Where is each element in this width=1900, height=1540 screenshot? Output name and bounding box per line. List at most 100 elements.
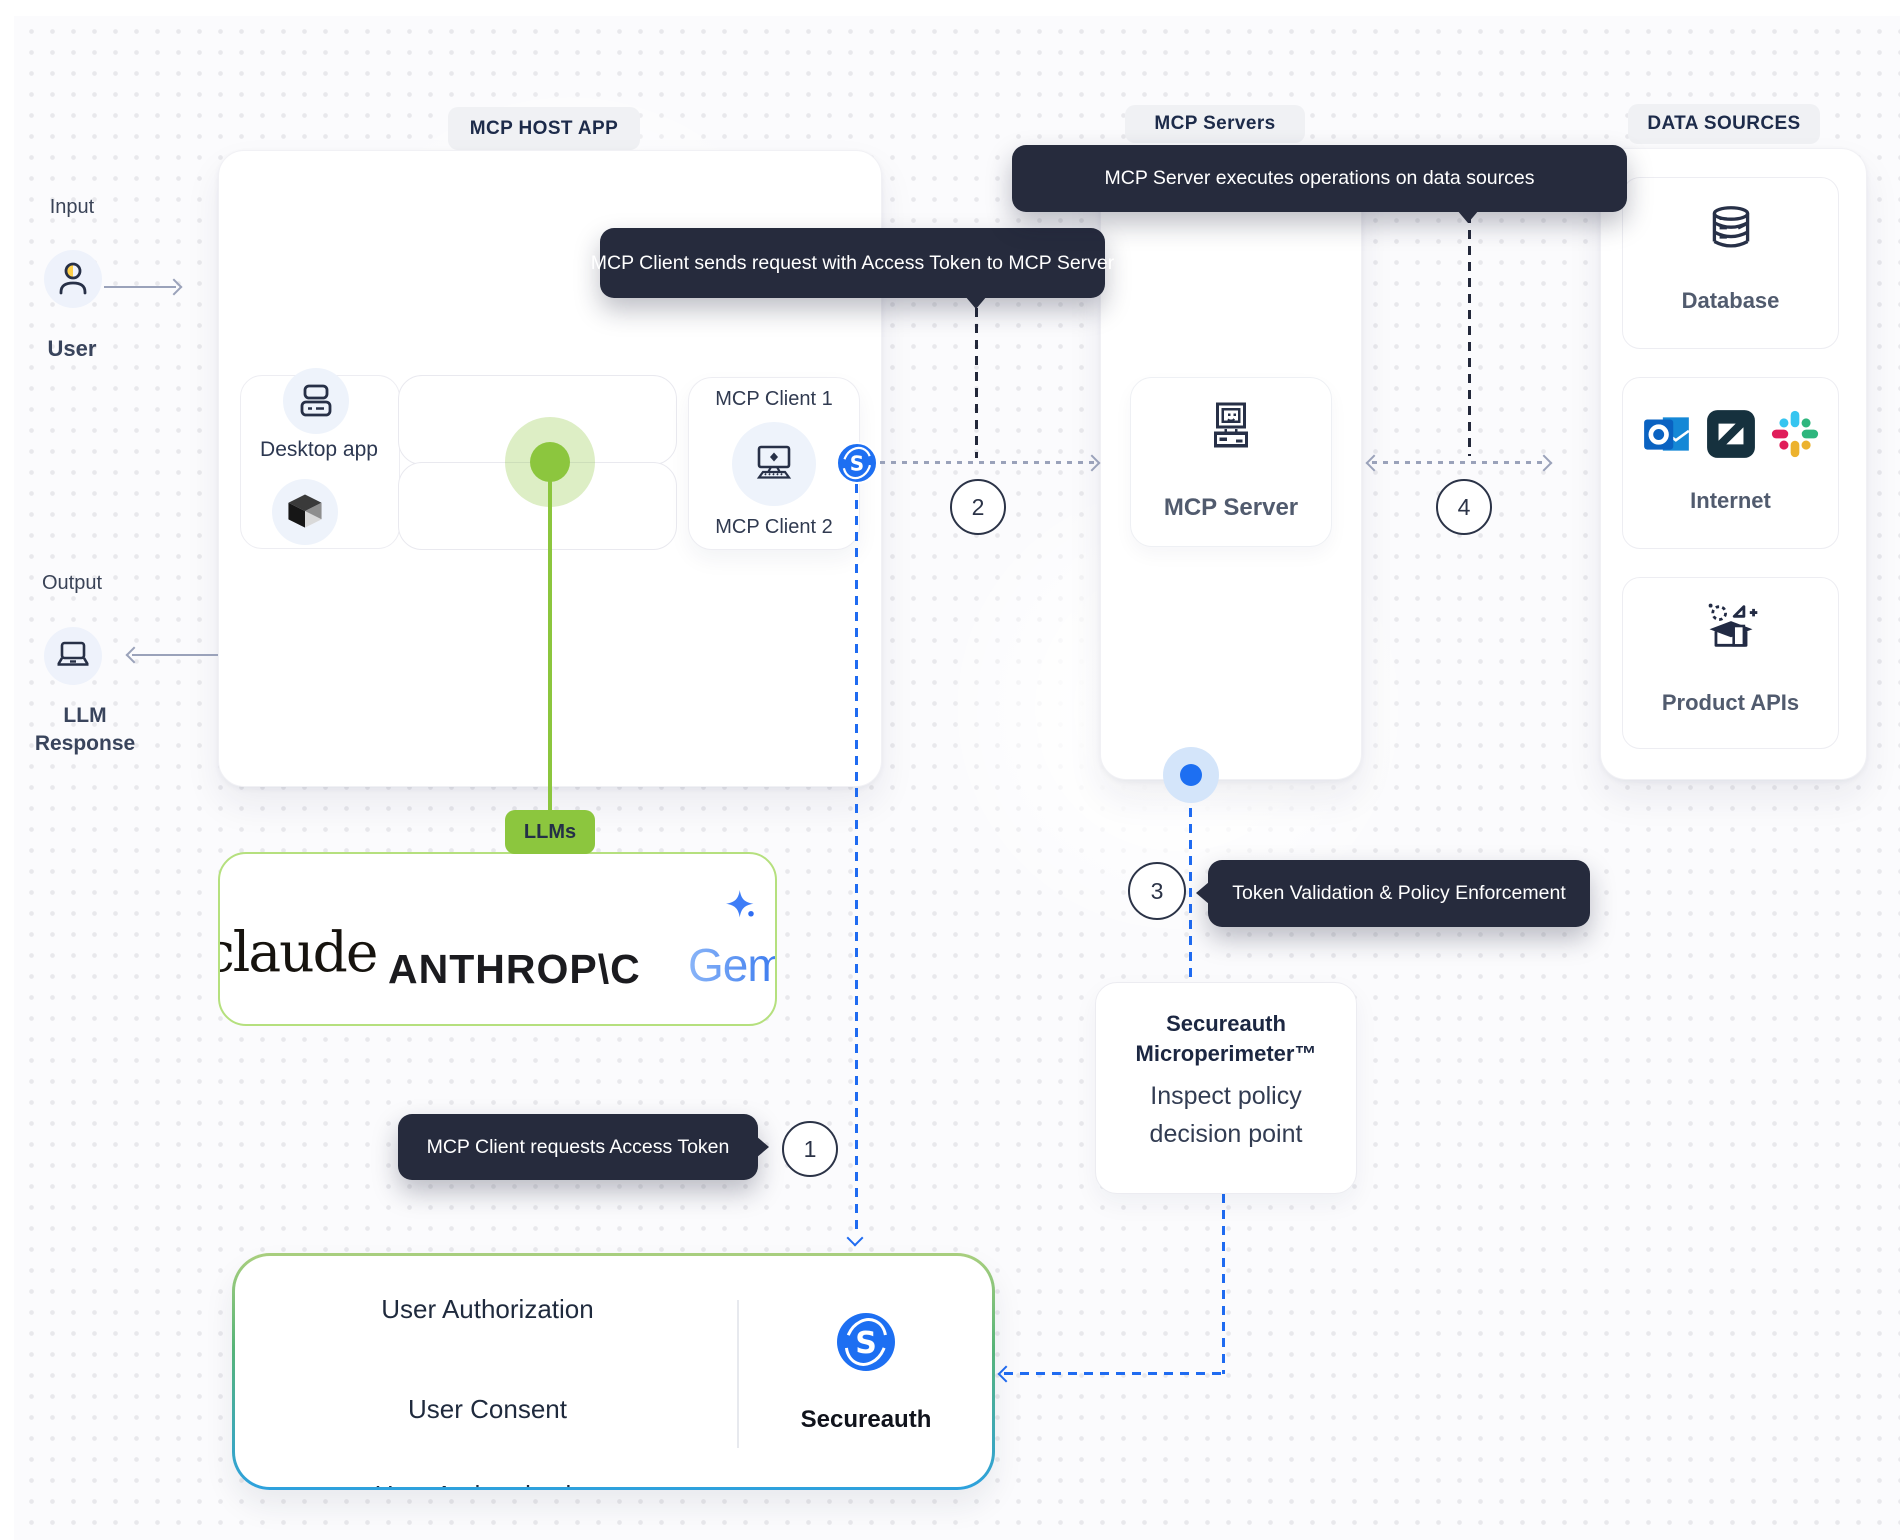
- user-auth-box-inner: User Authorization User Consent User Aut…: [235, 1256, 992, 1487]
- micro-to-auth-line-vertical: [1222, 1194, 1225, 1374]
- claude-logo: claude: [218, 920, 378, 984]
- llms-badge-label: LLMs: [523, 820, 577, 843]
- llms-badge: LLMs: [505, 810, 595, 854]
- llms-box: claude ANTHROP\C Gemini: [218, 852, 777, 1026]
- gemini-sparkle-icon: [726, 890, 754, 918]
- user-avatar: [44, 250, 102, 308]
- gemini-logo: Gemini: [688, 938, 775, 992]
- tooltip2-connector-line: [1468, 214, 1471, 456]
- cube-avatar: [272, 479, 338, 545]
- micro-to-auth-line-horizontal: [1004, 1372, 1223, 1375]
- output-arrowhead-icon: [125, 646, 143, 664]
- input-arrow: [104, 286, 176, 288]
- cube-icon: [288, 494, 322, 528]
- tooltip1-connector-line: [975, 308, 978, 458]
- tooltip-step3-text: Token Validation & Policy Enforcement: [1232, 882, 1566, 904]
- user-label: User: [47, 336, 97, 361]
- user-authentication-label: User Authentication: [235, 1480, 740, 1487]
- llm-response-label: LLM Response: [10, 702, 160, 759]
- user-authorization-label: User Authorization: [381, 1294, 594, 1324]
- microperimeter-title-line2: Microperimeter™: [1135, 1040, 1317, 1066]
- slack-icon: [1771, 410, 1818, 458]
- mcp-client-computer-icon: [756, 445, 792, 479]
- tab-mcp-servers: MCP Servers: [1125, 105, 1305, 143]
- product-apis-icon: [1708, 603, 1757, 647]
- llm-response-line1: LLM: [63, 704, 107, 727]
- tooltip-step1-pointer: [756, 1136, 769, 1158]
- mcp-server-label: MCP Server: [1163, 494, 1299, 521]
- step-1-number: 1: [803, 1135, 817, 1162]
- llm-response-avatar: [44, 627, 102, 685]
- step-circle-2: 2: [950, 479, 1006, 535]
- step-circle-1: 1: [782, 1121, 838, 1177]
- tooltip-step1: MCP Client requests Access Token: [398, 1114, 758, 1180]
- secureauth-badge: S: [836, 442, 878, 484]
- product-apis-label: Product APIs: [1661, 690, 1800, 715]
- step2-arrow: [880, 461, 1094, 464]
- step4-arrowhead-left-icon: [1365, 454, 1383, 472]
- tooltip-step1-text: MCP Client requests Access Token: [426, 1135, 730, 1158]
- anthropic-logo: ANTHROP\C: [388, 946, 641, 992]
- llm-stem-line: [548, 480, 552, 812]
- product-apis-card: Product APIs: [1622, 577, 1839, 749]
- step-circle-3: 3: [1128, 862, 1186, 920]
- tooltip-step3: Token Validation & Policy Enforcement: [1208, 860, 1590, 927]
- step-4-number: 4: [1457, 493, 1471, 520]
- blue-dot: [1180, 764, 1202, 786]
- micro-to-auth-arrowhead-icon: [997, 1365, 1015, 1383]
- tooltip-step4: MCP Server executes operations on data s…: [1012, 145, 1627, 212]
- zendesk-icon: [1706, 410, 1755, 458]
- mcp-server-icon: [1213, 402, 1249, 448]
- step4-arrow: [1372, 461, 1544, 464]
- step1-line: [855, 484, 858, 1236]
- mcp-client-1-label: MCP Client 1: [715, 388, 833, 410]
- svg-text:S: S: [850, 452, 864, 476]
- database-icon: [1712, 206, 1749, 248]
- database-card: Database: [1622, 177, 1839, 349]
- step4-arrowhead-right-icon: [1535, 454, 1553, 472]
- mcp-client-card: MCP Client 1 MCP Client 2: [688, 377, 860, 550]
- input-arrowhead-icon: [165, 278, 183, 296]
- auth-divider: [737, 1300, 739, 1448]
- svg-text:S: S: [855, 1326, 877, 1361]
- tooltip-step3-pointer: [1196, 882, 1209, 904]
- green-dot: [530, 442, 570, 482]
- step1-arrowhead-icon: [846, 1229, 864, 1247]
- secureauth-badge-icon: S: [836, 442, 878, 484]
- tooltip-step4-text: MCP Server executes operations on data s…: [1104, 167, 1535, 189]
- llm-response-line2: Response: [34, 732, 136, 756]
- desktop-app-label: Desktop app: [260, 438, 378, 461]
- internet-label: Internet: [1690, 488, 1771, 513]
- database-label: Database: [1681, 288, 1780, 313]
- mcp-client-2-label: MCP Client 2: [715, 516, 833, 538]
- internet-card: Internet: [1622, 377, 1839, 549]
- tooltip-step4-pointer: [1457, 210, 1479, 223]
- desktop-app-avatar: [283, 368, 349, 434]
- tab-data-sources-label: DATA SOURCES: [1647, 113, 1801, 134]
- output-arrow: [132, 654, 218, 656]
- tab-data-sources: DATA SOURCES: [1628, 104, 1820, 144]
- input-label: Input: [49, 196, 95, 218]
- desktop-app-icon: [300, 384, 332, 417]
- step2-arrowhead-icon: [1083, 454, 1101, 472]
- tooltip-step2: MCP Client sends request with Access Tok…: [591, 228, 1114, 298]
- output-label: Output: [41, 572, 103, 594]
- microperimeter-body-line2: decision point: [1149, 1119, 1303, 1148]
- microperimeter-title-line1: Secureauth: [1166, 1011, 1286, 1036]
- tab-mcp-host-app: MCP HOST APP: [448, 107, 640, 150]
- laptop-icon: [57, 641, 89, 666]
- microperimeter-body-line1: Inspect policy: [1150, 1082, 1302, 1111]
- secureauth-logo-icon: S: [837, 1313, 895, 1371]
- mcp-client-avatar: [732, 422, 816, 506]
- step-3-number: 3: [1150, 877, 1164, 904]
- step3-line: [1189, 792, 1192, 980]
- tab-mcp-servers-label: MCP Servers: [1154, 113, 1276, 134]
- secureauth-brand-label: Secureauth: [800, 1406, 932, 1433]
- mcp-server-card: MCP Server: [1130, 377, 1332, 547]
- microperimeter-box: Secureauth Microperimeter™ Inspect polic…: [1095, 982, 1357, 1194]
- user-consent-label: User Consent: [408, 1394, 567, 1424]
- tooltip-step2-text: MCP Client sends request with Access Tok…: [590, 251, 1115, 274]
- tab-mcp-host-app-label: MCP HOST APP: [469, 117, 619, 139]
- tooltip-step2-pointer: [965, 296, 987, 309]
